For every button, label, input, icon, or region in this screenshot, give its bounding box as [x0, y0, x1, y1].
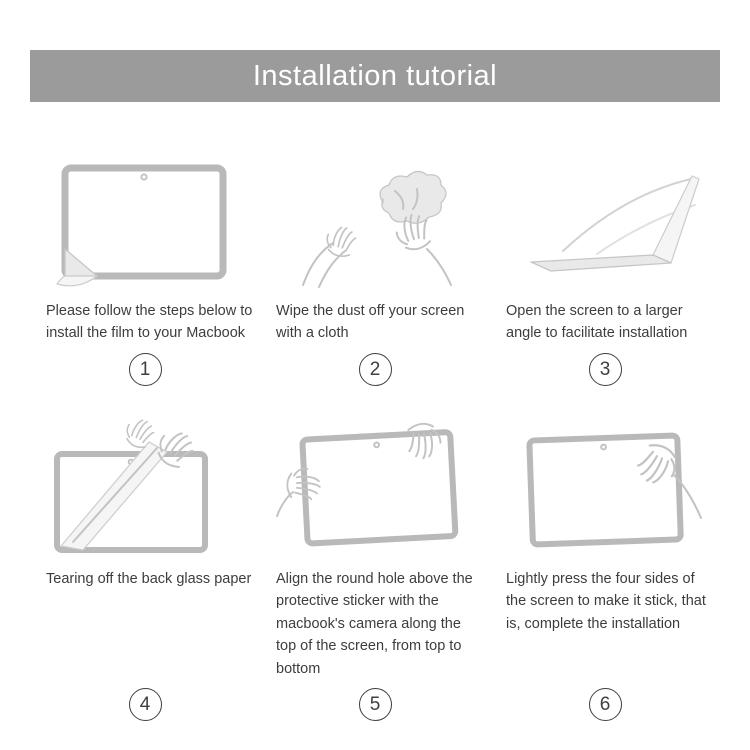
wipe-cloth-illustration	[302, 170, 452, 288]
screen-frame	[526, 432, 684, 548]
step3-description: Open the screen to a larger angle to fac…	[506, 303, 688, 342]
step2-description: Wipe the dust off your screen with a clo…	[276, 303, 465, 342]
step2-illustration	[260, 158, 490, 290]
page-title: Installation tutorial	[252, 59, 498, 92]
hand-icon	[636, 444, 676, 484]
step2-number: 2	[369, 358, 381, 380]
step4-number: 4	[139, 694, 151, 716]
hand-icon	[286, 467, 321, 501]
step1-illustration	[30, 158, 260, 290]
motion-arc	[562, 178, 692, 252]
tear-paper-illustration	[54, 419, 208, 553]
step6-number: 6	[599, 694, 611, 716]
step6-description: Lightly press the four sides of the scre…	[506, 570, 706, 632]
step-2: Wipe the dust off your screen with a clo…	[260, 158, 490, 392]
laptop-base	[530, 254, 672, 272]
step1-number: 1	[139, 358, 151, 380]
step4-number-badge: 4	[128, 688, 162, 722]
cloth-crease	[412, 188, 419, 210]
step4-illustration	[30, 418, 260, 558]
step5-illustration	[260, 418, 490, 558]
camera-dot-icon	[600, 443, 607, 451]
film-curl	[56, 275, 98, 287]
step6-illustration	[490, 418, 720, 558]
step2-number-badge: 2	[358, 352, 392, 386]
screen-frame	[299, 429, 459, 547]
step-1: Please follow the steps below to install…	[30, 158, 260, 392]
step3-number-badge: 3	[588, 352, 622, 386]
arm-line	[276, 490, 294, 517]
step5-description: Align the round hole above the protectiv…	[276, 570, 473, 677]
step1-description: Please follow the steps below to install…	[46, 303, 253, 342]
step-3: Open the screen to a larger angle to fac…	[490, 158, 720, 392]
camera-dot-icon	[140, 173, 148, 181]
cloth-icon	[379, 170, 447, 224]
steps-grid: Please follow the steps below to install…	[0, 158, 750, 727]
step5-number: 5	[369, 694, 381, 716]
step6-number-badge: 6	[588, 688, 622, 722]
cloth-crease	[394, 190, 405, 210]
hand-icon	[126, 419, 155, 449]
press-screen-illustration	[526, 432, 702, 548]
align-film-illustration	[276, 422, 459, 547]
step1-number-badge: 1	[128, 352, 162, 386]
banner: Installation tutorial	[30, 50, 720, 102]
screen-frame	[61, 164, 227, 280]
step3-illustration	[490, 158, 720, 290]
step5-number-badge: 5	[358, 688, 392, 722]
arm-line	[318, 250, 346, 288]
hand-icon	[326, 226, 357, 257]
arm-line	[426, 248, 452, 286]
hand-icon	[395, 214, 432, 251]
paper-crease	[72, 446, 158, 543]
step-4: Tearing off the back glass paper 4	[30, 418, 260, 727]
open-laptop-illustration	[530, 175, 700, 272]
step3-number: 3	[599, 358, 611, 380]
step-6: Lightly press the four sides of the scre…	[490, 418, 720, 727]
step4-description: Tearing off the back glass paper	[46, 570, 252, 587]
camera-dot-icon	[373, 441, 381, 449]
hand-icon	[407, 422, 442, 460]
screen-group	[526, 432, 684, 548]
macbook-screen-illustration	[56, 164, 227, 287]
arm-line	[672, 472, 702, 519]
screen-group	[299, 429, 459, 547]
step-5: Align the round hole above the protectiv…	[260, 418, 490, 727]
hand-icon	[157, 432, 194, 468]
